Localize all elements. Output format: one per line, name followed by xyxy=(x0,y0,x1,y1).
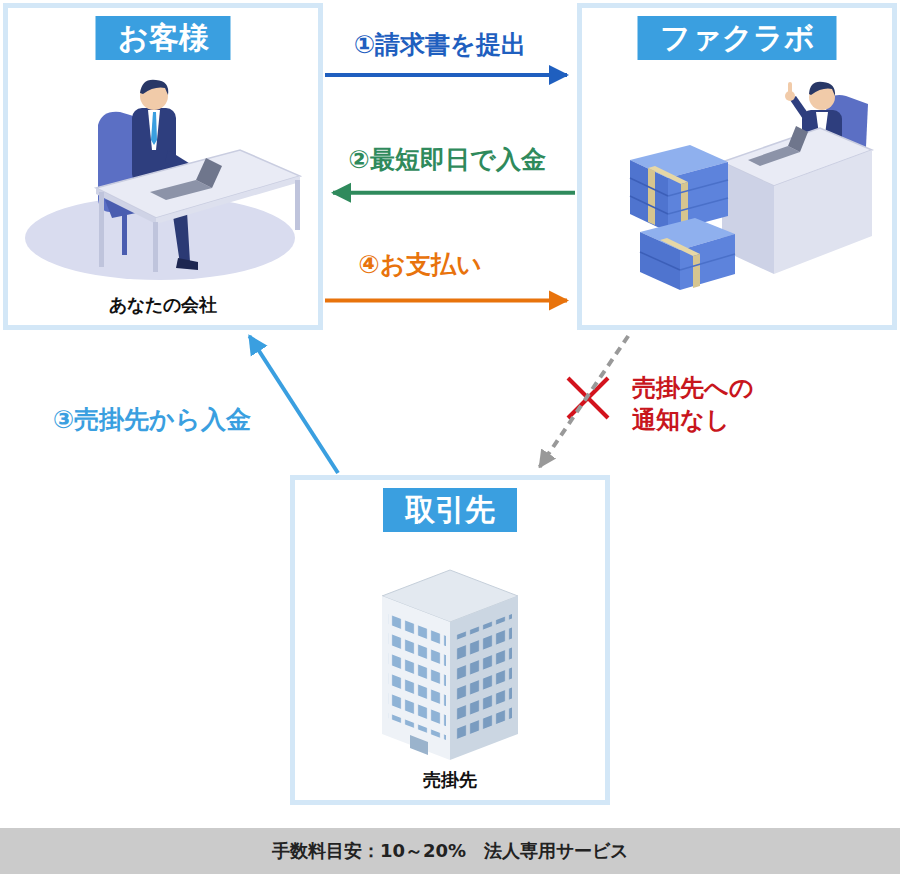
illustration-part xyxy=(568,378,608,418)
illustration-part xyxy=(98,112,146,212)
illustration-part xyxy=(630,196,668,214)
illustration-part xyxy=(788,82,792,94)
box-heading: お客様 xyxy=(96,16,231,60)
illustration-part xyxy=(176,258,198,270)
illustration-part xyxy=(809,84,835,110)
illustration-part xyxy=(96,188,156,224)
illustration-part xyxy=(640,252,680,270)
client-box: 取引先売掛先 xyxy=(290,475,610,805)
illustration-part xyxy=(140,82,168,110)
box-text: あなたの会社 xyxy=(8,293,318,317)
illustration-part xyxy=(454,614,512,740)
edge-label: ②最短即日で入金 xyxy=(348,144,545,176)
illustration-part xyxy=(648,166,688,184)
illustration-part xyxy=(826,95,868,196)
illustration-part xyxy=(165,150,200,178)
edge-label: 売掛先への 通知なし xyxy=(632,372,760,436)
illustration-part xyxy=(816,112,828,142)
edge-label: ③売掛先から入金 xyxy=(53,404,251,436)
illustration-part xyxy=(410,735,428,755)
edge-label: ④お支払い xyxy=(358,249,481,281)
illustration-part xyxy=(648,168,655,225)
illustration-part xyxy=(668,180,728,196)
illustration-part xyxy=(660,238,700,256)
illustration-part xyxy=(382,596,450,760)
flow-arrow xyxy=(325,299,567,303)
illustration-part xyxy=(630,178,668,196)
box-heading: 取引先 xyxy=(383,488,517,532)
illustration-part xyxy=(800,170,822,240)
illustration-part xyxy=(568,378,608,418)
illustration-part xyxy=(640,218,735,250)
illustration-part xyxy=(151,112,157,145)
illustration-part xyxy=(156,176,300,224)
building-illustration xyxy=(382,570,518,760)
illustration-part xyxy=(748,146,800,166)
customer-illustration xyxy=(25,80,300,280)
edge-label: ①請求書を提出 xyxy=(354,29,526,61)
illustration-part xyxy=(96,150,300,218)
illustration-part xyxy=(680,254,735,270)
illustration-part xyxy=(774,150,872,274)
illustration-part xyxy=(122,215,127,255)
illustration-part xyxy=(105,190,175,218)
illustration-part xyxy=(132,108,176,184)
box-text: 売掛先 xyxy=(295,768,605,792)
illustration-part xyxy=(802,110,842,172)
flow-arrow xyxy=(540,336,629,467)
illustration-part xyxy=(388,614,446,740)
illustration-part xyxy=(668,162,728,232)
flow-arrow xyxy=(249,336,338,473)
illustration-part xyxy=(693,254,700,288)
illustration-part xyxy=(788,126,808,152)
money-stack xyxy=(640,218,735,290)
money-stack xyxy=(630,145,728,232)
illustration-part xyxy=(668,198,728,214)
illustration-part xyxy=(25,196,295,280)
illustration-part xyxy=(680,234,735,290)
illustration-part xyxy=(722,162,774,274)
illustration-part xyxy=(809,82,835,96)
illustration-part xyxy=(630,145,728,178)
factoring-box: ファクラボ xyxy=(577,3,897,330)
info-band: 手数料目安：10～20% 法人専用サービス xyxy=(0,828,900,874)
illustration-part xyxy=(722,128,872,186)
box-text: 手数料目安：10～20% 法人専用サービス xyxy=(272,839,628,863)
illustration-part xyxy=(148,110,160,150)
cross-mark xyxy=(568,378,608,418)
illustration-part xyxy=(640,232,680,290)
illustration-part xyxy=(150,180,212,200)
illustration-part xyxy=(153,222,158,272)
flow-arrow xyxy=(325,73,567,77)
illustration-part xyxy=(99,192,104,267)
illustration-part xyxy=(630,160,668,232)
illustration-part xyxy=(382,570,518,622)
illustration-part xyxy=(140,178,190,264)
illustration-part xyxy=(790,96,810,122)
box-heading: ファクラボ xyxy=(638,16,837,60)
factoring-illustration xyxy=(630,82,872,290)
illustration-part xyxy=(450,596,518,760)
illustration-part xyxy=(295,180,300,230)
customer-box: お客様あなたの会社 xyxy=(3,3,323,330)
illustration-part xyxy=(681,182,688,230)
flow-arrow xyxy=(333,191,575,195)
illustration-part xyxy=(196,158,222,188)
illustration-part xyxy=(140,80,168,95)
illustration-part xyxy=(785,91,795,101)
